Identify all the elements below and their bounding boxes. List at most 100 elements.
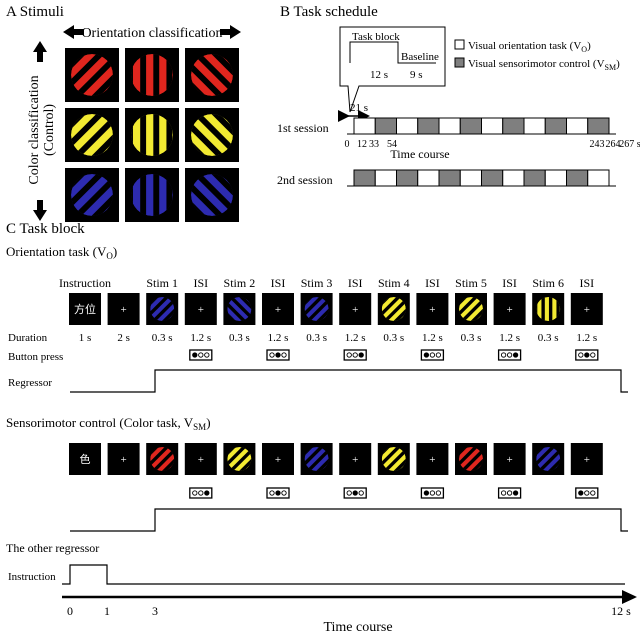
button-press-box bbox=[343, 349, 367, 361]
button-press-box bbox=[266, 349, 290, 361]
control-title: Sensorimotor control (Color task, VSM) bbox=[6, 415, 211, 432]
session1-block bbox=[502, 117, 525, 135]
panel-a-x-label: Orientation classification bbox=[81, 26, 222, 41]
panel-c: C Task block Orientation task (VO) Instr… bbox=[6, 221, 637, 635]
fixation-cross: + bbox=[120, 304, 126, 316]
button-unpressed bbox=[500, 352, 507, 358]
session1-block bbox=[438, 117, 461, 135]
control-instruction-screen: 色 bbox=[69, 443, 101, 475]
grating-disk bbox=[150, 447, 175, 471]
control-buttons bbox=[189, 487, 599, 499]
button-unpressed bbox=[578, 352, 584, 358]
button-unpressed bbox=[198, 490, 204, 496]
time-tick-label: 12 s bbox=[611, 604, 631, 618]
duration-value: 1.2 s bbox=[190, 332, 211, 344]
grating-disk bbox=[536, 447, 561, 471]
screen-background bbox=[339, 443, 372, 475]
session1-label: 1st session bbox=[277, 121, 329, 135]
button-press-box bbox=[575, 487, 599, 499]
orientation-instruction-screen: 方位 bbox=[69, 293, 101, 325]
schedule-tick-label: 54 bbox=[387, 139, 397, 150]
button-unpressed bbox=[204, 352, 210, 358]
step-label: ISI bbox=[502, 276, 517, 290]
screen-background bbox=[184, 443, 217, 475]
orientation-stim-screen bbox=[455, 293, 487, 325]
duration-value: 1 s bbox=[79, 332, 92, 344]
control-stim-screen bbox=[455, 443, 487, 475]
stimulus-r1-c1 bbox=[65, 48, 119, 102]
inset-baseline: Baseline bbox=[401, 51, 439, 63]
screen-background bbox=[262, 293, 294, 325]
step-label: Stim 2 bbox=[224, 276, 256, 290]
schedule-axis-title: Time course bbox=[390, 147, 449, 161]
duration-value: 0.3 s bbox=[229, 332, 250, 344]
screen-background bbox=[262, 443, 294, 475]
panel-a: A Stimuli Orientation classification Col… bbox=[6, 4, 241, 222]
time-tick-label: 3 bbox=[152, 604, 158, 618]
button-unpressed bbox=[352, 352, 358, 358]
button-pressed bbox=[192, 352, 198, 358]
inset-callout bbox=[339, 26, 446, 113]
schedule-tick-label: 33 bbox=[369, 139, 379, 150]
button-pressed bbox=[423, 352, 430, 358]
button-press-box bbox=[497, 487, 522, 499]
button-pressed bbox=[275, 490, 281, 496]
session1-block bbox=[417, 117, 440, 135]
button-press-box bbox=[189, 349, 213, 361]
control-fixation-screen: + bbox=[493, 443, 526, 475]
orientation-fixation-screen: + bbox=[493, 293, 526, 325]
control-regressor-trace bbox=[70, 508, 628, 532]
grating-disk bbox=[131, 114, 173, 156]
button-pressed bbox=[512, 490, 519, 496]
duration-value: 0.3 s bbox=[461, 332, 482, 344]
control-fixation-screen: + bbox=[416, 443, 449, 475]
stimulus-r2-c2 bbox=[125, 108, 179, 162]
stimulus-r2-c3 bbox=[185, 108, 239, 162]
legend-vsm: Visual sensorimotor control (VSM) bbox=[468, 58, 620, 72]
panel-a-title: A Stimuli bbox=[6, 4, 64, 20]
step-label: ISI bbox=[579, 276, 594, 290]
stimulus-r1-c3 bbox=[185, 48, 239, 102]
control-fixation-screen: + bbox=[339, 443, 372, 475]
button-press-box bbox=[343, 487, 367, 499]
screen-background bbox=[107, 293, 140, 325]
step-label: Stim 6 bbox=[532, 276, 564, 290]
grating-disk bbox=[536, 297, 561, 321]
button-unpressed bbox=[269, 352, 275, 358]
other-regressor-title: The other regressor bbox=[6, 541, 99, 555]
duration-value: 0.3 s bbox=[306, 332, 327, 344]
button-pressed bbox=[512, 352, 519, 358]
inset-task-block: Task block bbox=[352, 31, 400, 43]
button-unpressed bbox=[192, 490, 198, 496]
session2-block bbox=[396, 169, 419, 187]
button-pressed bbox=[423, 490, 430, 496]
panel-b-title: B Task schedule bbox=[280, 4, 378, 20]
button-press-box bbox=[420, 487, 445, 499]
orientation-screens: 方位+++++++ bbox=[69, 293, 603, 325]
control-fixation-screen: + bbox=[570, 443, 603, 475]
screen-background bbox=[416, 443, 449, 475]
button-unpressed bbox=[358, 490, 364, 496]
session1-block bbox=[374, 117, 397, 135]
control-stim-screen bbox=[300, 443, 333, 475]
duration-value: 0.3 s bbox=[383, 332, 404, 344]
screen-background bbox=[570, 443, 603, 475]
duration-value: 0.3 s bbox=[152, 332, 173, 344]
button-unpressed bbox=[590, 490, 596, 496]
button-pressed bbox=[352, 490, 358, 496]
button-unpressed bbox=[281, 490, 287, 496]
session2-block bbox=[587, 169, 610, 187]
grating-disk bbox=[150, 297, 175, 321]
step-label: Stim 3 bbox=[301, 276, 333, 290]
screen-background bbox=[184, 293, 217, 325]
step-label: Instruction bbox=[59, 276, 111, 290]
schedule-tick-label: 12 bbox=[357, 139, 367, 150]
legend-vo: Visual orientation task (VO) bbox=[468, 40, 591, 54]
orientation-stim-screen bbox=[146, 293, 179, 325]
screen-background bbox=[69, 443, 101, 475]
regressor-trace bbox=[70, 369, 628, 393]
stimulus-r3-c2 bbox=[125, 168, 179, 222]
